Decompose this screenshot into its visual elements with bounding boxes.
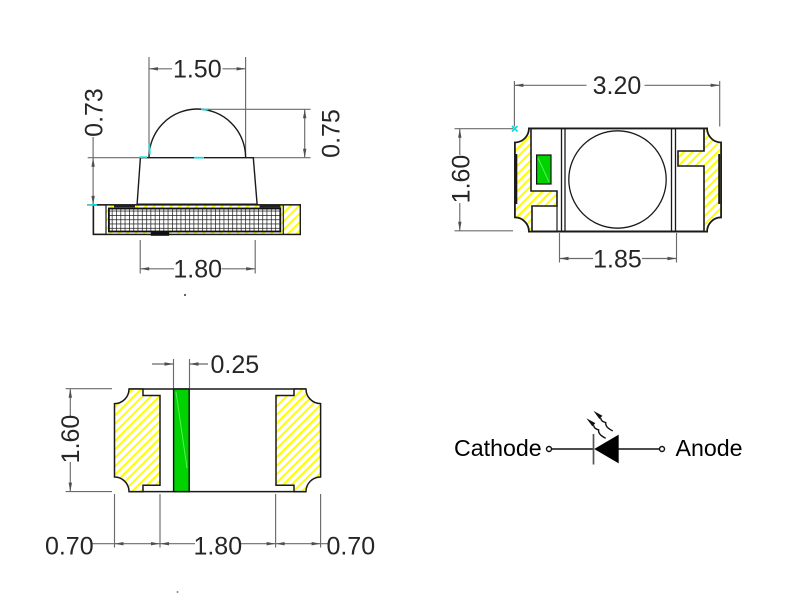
svg-text:0.73: 0.73 [80, 88, 108, 137]
svg-text:1.85: 1.85 [593, 245, 642, 273]
svg-text:0.25: 0.25 [211, 351, 260, 379]
svg-text:Anode: Anode [676, 435, 743, 461]
svg-text:1.50: 1.50 [173, 56, 222, 84]
svg-text:1.80: 1.80 [173, 256, 222, 284]
svg-text:0.70: 0.70 [45, 532, 94, 560]
svg-text:1.60: 1.60 [57, 415, 85, 464]
svg-text:1.60: 1.60 [447, 155, 475, 204]
svg-text:0.70: 0.70 [326, 532, 375, 560]
svg-text:3.20: 3.20 [593, 72, 642, 100]
svg-text:Cathode: Cathode [454, 435, 542, 461]
svg-text:1.80: 1.80 [193, 532, 242, 560]
svg-text:0.75: 0.75 [317, 109, 345, 158]
